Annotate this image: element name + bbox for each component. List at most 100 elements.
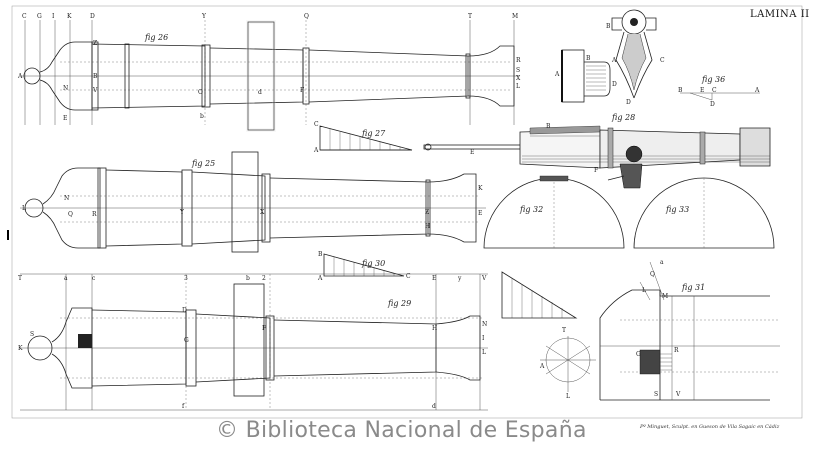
svg-text:C: C bbox=[406, 273, 411, 280]
svg-text:V: V bbox=[92, 87, 98, 94]
svg-text:D: D bbox=[612, 81, 617, 88]
svg-text:N: N bbox=[64, 195, 69, 202]
svg-text:R: R bbox=[674, 347, 679, 354]
label-fig36: fig 36 bbox=[701, 75, 725, 84]
svg-text:L: L bbox=[642, 287, 646, 294]
svg-text:A: A bbox=[611, 57, 617, 64]
svg-text:A: A bbox=[554, 71, 560, 78]
svg-text:Y: Y bbox=[179, 209, 185, 216]
svg-text:B: B bbox=[546, 123, 551, 130]
svg-text:Z: Z bbox=[93, 40, 97, 47]
trunnion-detail-fig35: A B D bbox=[554, 49, 617, 103]
top-letter-d: D bbox=[90, 13, 95, 20]
svg-text:F: F bbox=[300, 87, 304, 94]
svg-text:E: E bbox=[432, 275, 436, 282]
svg-text:Q: Q bbox=[68, 211, 73, 218]
scale-fig27: C A fig 27 bbox=[313, 121, 413, 154]
label-fig25: fig 25 bbox=[191, 159, 215, 168]
top-letter-k: K bbox=[67, 13, 72, 20]
svg-text:C: C bbox=[314, 121, 319, 128]
scale-small bbox=[501, 271, 578, 319]
svg-text:T: T bbox=[18, 275, 22, 282]
svg-text:A: A bbox=[17, 73, 23, 80]
svg-text:T: T bbox=[562, 327, 566, 334]
top-letter-m: M bbox=[512, 13, 518, 20]
top-letter-g: G bbox=[37, 13, 42, 20]
svg-text:L: L bbox=[516, 83, 520, 90]
semicircles-fig32-fig33: fig 32 fig 33 bbox=[483, 175, 775, 249]
breech-section-fig31: a Q L M G R S V fig 31 bbox=[599, 259, 780, 401]
svg-text:K: K bbox=[18, 345, 23, 352]
cannon-fig26: A Z N V E O d F R S L b X B fig 26 bbox=[17, 20, 521, 132]
svg-text:A: A bbox=[317, 275, 323, 282]
svg-text:y: y bbox=[457, 275, 462, 282]
svg-text:b: b bbox=[200, 113, 204, 120]
cannon-fig29: T a c 3 b 2 E y V K D F G H I S N L d f … bbox=[18, 273, 488, 411]
svg-text:E: E bbox=[478, 210, 482, 217]
svg-text:E: E bbox=[63, 115, 67, 122]
svg-text:L: L bbox=[482, 349, 486, 356]
svg-text:a: a bbox=[64, 275, 68, 282]
label-fig26: fig 26 bbox=[144, 33, 168, 42]
svg-text:B: B bbox=[678, 87, 683, 94]
svg-text:A: A bbox=[754, 87, 760, 94]
svg-text:E: E bbox=[470, 149, 474, 156]
svg-text:C: C bbox=[660, 57, 665, 64]
svg-text:Q: Q bbox=[650, 271, 655, 278]
watermark: © Biblioteca Nacional de España bbox=[216, 418, 587, 443]
svg-text:I: I bbox=[482, 335, 485, 342]
svg-text:B: B bbox=[93, 73, 98, 80]
top-letter-t: T bbox=[468, 13, 472, 20]
svg-text:V: V bbox=[481, 275, 487, 282]
svg-text:H: H bbox=[432, 325, 437, 332]
label-fig30: fig 30 bbox=[361, 259, 385, 268]
svg-text:X: X bbox=[516, 75, 521, 82]
label-fig32: fig 32 bbox=[519, 205, 543, 214]
svg-text:c: c bbox=[92, 275, 96, 282]
svg-text:O: O bbox=[198, 89, 203, 96]
svg-text:d: d bbox=[258, 89, 262, 96]
engraver-credit: Pº Minguet, Sculpt. en Gueson de Vila Sa… bbox=[639, 423, 780, 430]
svg-text:b: b bbox=[246, 275, 250, 282]
svg-text:2: 2 bbox=[262, 275, 266, 282]
breech-view-fig34: B C A D bbox=[606, 9, 665, 106]
circle-construction: T A L bbox=[539, 327, 596, 400]
cannon-fig25: L N Q R Y X Z H K E fig 25 bbox=[20, 151, 486, 253]
svg-text:f: f bbox=[182, 403, 185, 410]
svg-text:N: N bbox=[482, 321, 487, 328]
svg-text:H: H bbox=[425, 223, 430, 230]
svg-text:R: R bbox=[92, 211, 97, 218]
svg-text:L: L bbox=[22, 205, 26, 212]
label-fig27: fig 27 bbox=[361, 129, 386, 138]
svg-text:V: V bbox=[675, 391, 681, 398]
scale-fig30: B A C fig 30 bbox=[317, 251, 411, 282]
svg-text:D: D bbox=[626, 99, 631, 106]
svg-text:S: S bbox=[516, 67, 520, 74]
svg-text:B: B bbox=[586, 55, 591, 62]
svg-text:M: M bbox=[662, 293, 668, 300]
label-fig31: fig 31 bbox=[681, 283, 705, 292]
svg-text:Z: Z bbox=[425, 209, 429, 216]
svg-text:a: a bbox=[660, 259, 664, 266]
svg-text:D: D bbox=[182, 307, 187, 314]
svg-text:A: A bbox=[313, 147, 319, 154]
top-letter-c: C bbox=[22, 13, 27, 20]
svg-text:C: C bbox=[712, 87, 717, 94]
svg-text:K: K bbox=[478, 185, 483, 192]
svg-text:D: D bbox=[710, 101, 715, 108]
diagram-fig36: B E C A D fig 36 bbox=[678, 75, 760, 108]
svg-text:d: d bbox=[432, 403, 436, 410]
svg-text:R: R bbox=[516, 57, 521, 64]
svg-text:L: L bbox=[566, 393, 570, 400]
svg-text:S: S bbox=[654, 391, 658, 398]
svg-text:3: 3 bbox=[184, 275, 188, 282]
top-letter-q: Q bbox=[304, 13, 309, 20]
top-letter-i: I bbox=[52, 13, 55, 20]
svg-text:B: B bbox=[606, 23, 611, 30]
svg-text:F: F bbox=[594, 167, 598, 174]
svg-text:X: X bbox=[260, 209, 265, 216]
top-letter-y: Y bbox=[201, 13, 207, 20]
svg-text:G: G bbox=[636, 351, 641, 358]
shaded-cannon-fig28: B E F fig 28 bbox=[423, 113, 771, 189]
